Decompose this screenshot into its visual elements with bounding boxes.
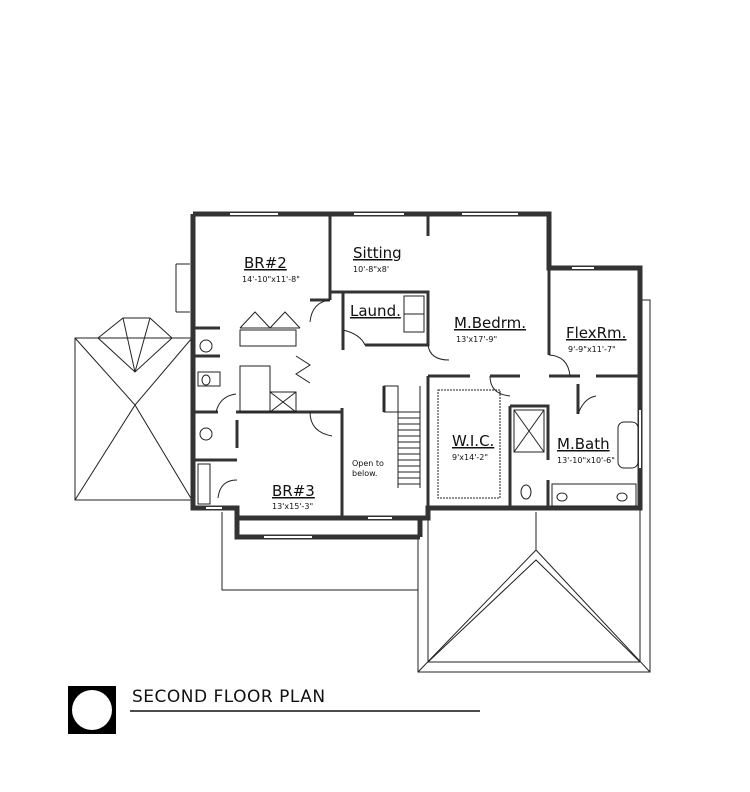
windows <box>206 213 641 538</box>
title-block: SECOND FLOOR PLAN <box>68 686 480 734</box>
room-dims-wic: 9'x14'-2" <box>452 453 488 462</box>
open-to-below-line1: Open to <box>352 459 384 468</box>
room-name-flexrm: FlexRm. <box>566 324 626 342</box>
open-to-below-line2: below. <box>352 469 377 478</box>
room-name-br3: BR#3 <box>272 482 315 500</box>
interior-walls <box>193 214 640 518</box>
room-name-mbedrm: M.Bedrm. <box>454 314 526 332</box>
title-block-circle-icon <box>72 690 112 730</box>
room-dims-flexrm: 9'-9"x11'-7" <box>568 345 616 354</box>
room-dims-br3: 13'x15'-3" <box>272 502 313 511</box>
room-name-laund: Laund. <box>350 302 401 320</box>
room-dims-br2: 14'-10"x11'-8" <box>242 275 300 284</box>
stairs <box>397 386 421 488</box>
room-name-mbath: M.Bath <box>557 435 610 453</box>
fixtures <box>197 295 639 507</box>
plan-title: SECOND FLOOR PLAN <box>132 687 326 707</box>
room-dims-mbedrm: 13'x17'-9" <box>456 335 497 344</box>
room-dims-sitting: 10'-8"x8' <box>353 265 389 274</box>
room-name-br2: BR#2 <box>244 254 287 272</box>
room-name-wic: W.I.C. <box>452 432 494 450</box>
room-dims-mbath: 13'-10"x10'-6" <box>557 456 615 465</box>
room-name-sitting: Sitting <box>353 244 402 262</box>
room-labels: BR#2 14'-10"x11'-8" Sitting 10'-8"x8' La… <box>242 244 626 511</box>
roof-outlines <box>74 263 651 673</box>
